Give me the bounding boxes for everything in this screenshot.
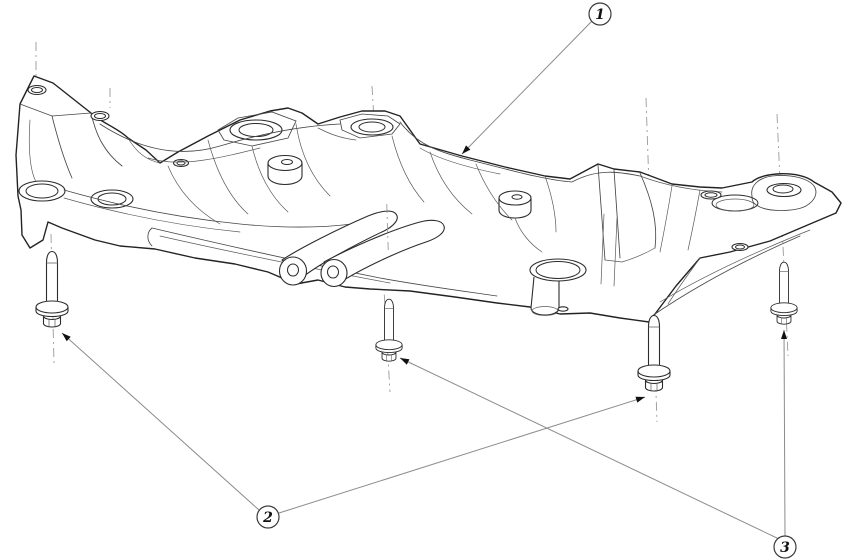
small-hole-center [557, 306, 569, 312]
front-left-bushing [18, 180, 134, 209]
bolt-rear-right [770, 261, 798, 325]
callout-1-label: 1 [595, 7, 605, 23]
subframe-crossmember [15, 75, 842, 323]
cylinder-mount-left [267, 154, 303, 186]
bottom-right-rail [651, 229, 811, 317]
tower-second-hole [90, 110, 110, 122]
callout-3-circle [773, 535, 797, 559]
subframe-silhouette [15, 75, 842, 323]
callout-2-label: 2 [262, 510, 273, 526]
center-mount-ring [339, 113, 401, 139]
right-bracket [597, 164, 701, 287]
brace-arm-eye-2 [320, 258, 348, 288]
right-small-hole-b [731, 242, 749, 252]
brace-arm-eye-1 [278, 256, 308, 286]
arrowhead-bolt-rear-left [400, 358, 410, 365]
lower-rails [63, 189, 498, 297]
mounting-bolts [35, 250, 798, 392]
brace-arms [278, 210, 445, 288]
leader-callout3-bolt-rear-left [399, 357, 780, 540]
right-small-hole-a [700, 190, 722, 200]
leader-callout3-bolt-rear-right [783, 329, 786, 537]
rear-rail-contours [99, 121, 723, 193]
arrowhead-bolt-front-left [62, 333, 71, 342]
saddle-hole-inner [176, 160, 186, 166]
callout-2-circle [256, 505, 280, 529]
arrowhead-bolt-front-right [635, 396, 645, 403]
leader-callout1-subframe [461, 20, 593, 155]
cylinder-mount-center [498, 190, 532, 219]
right-end-mounts [700, 175, 817, 252]
leader-callout2-bolt-front-left [61, 332, 260, 511]
leader-callout2-bolt-front-right [278, 396, 646, 514]
surface-webbing [167, 123, 557, 253]
callout-1: 1 [588, 2, 612, 26]
callout-3-label: 3 [780, 540, 790, 556]
bolt-rear-left [375, 298, 403, 362]
left-tower [19, 84, 161, 183]
arrowhead-bolt-rear-right [781, 330, 787, 339]
leader-lines [61, 20, 787, 540]
bolt-front-left [35, 250, 69, 328]
tower-top-hole [27, 84, 47, 96]
arrowhead-subframe [462, 145, 471, 154]
centerline-overlay [386, 203, 389, 251]
callout-1-circle [588, 2, 612, 26]
center-bushing [529, 258, 587, 316]
callout-2: 2 [256, 505, 280, 529]
callout-3: 3 [773, 535, 797, 559]
bolt-front-right [637, 314, 671, 392]
saddle-hole [172, 158, 190, 168]
